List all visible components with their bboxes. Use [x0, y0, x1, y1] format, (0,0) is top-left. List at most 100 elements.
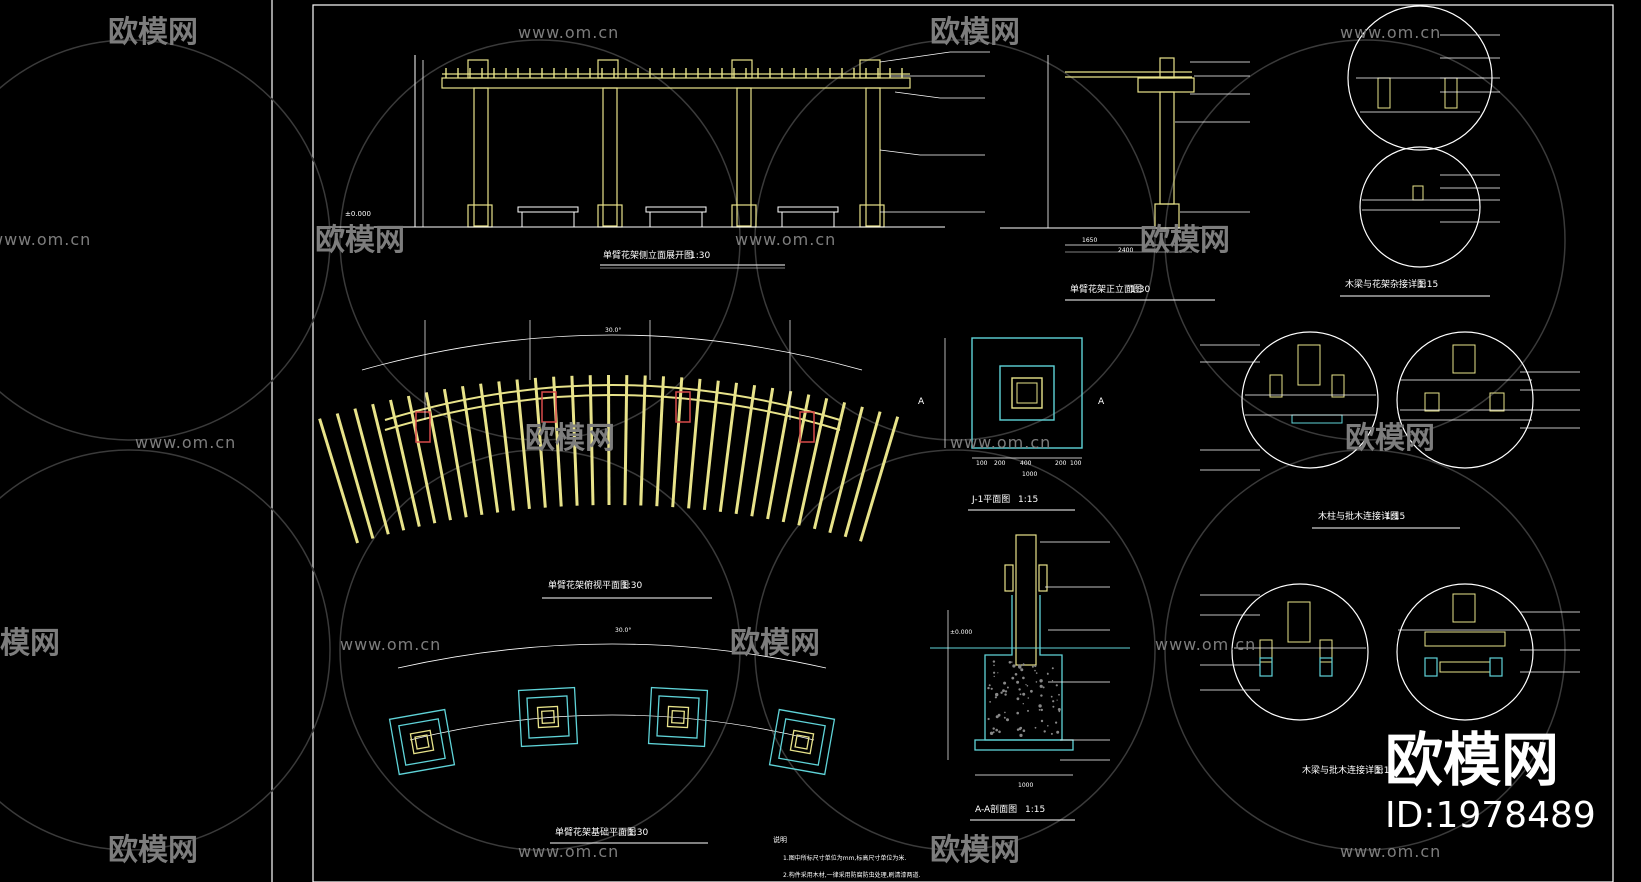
gravel-dot: [1043, 730, 1046, 733]
watermark-brand: 欧模网: [0, 626, 60, 661]
gravel-dot: [1051, 667, 1054, 670]
gravel-dot: [988, 684, 991, 687]
foundation-arc: [397, 643, 827, 669]
rafter: [639, 375, 647, 506]
detail-circle-right: [1396, 331, 1534, 469]
gravel-dot: [1018, 664, 1022, 668]
gravel-dot: [1027, 709, 1029, 712]
gravel-dot: [1016, 697, 1020, 701]
rafter: [655, 376, 665, 507]
watermark-brand: 欧模网: [525, 421, 615, 456]
scale-text: 1:30: [628, 828, 648, 838]
gravel-dot: [1018, 688, 1021, 691]
gravel-dot: [1058, 693, 1060, 696]
gravel-dot: [1034, 664, 1037, 668]
front-elevation-drawing[interactable]: ±0.000 单臂花架侧立面展开图 1:30: [330, 51, 990, 269]
joint-detail-2[interactable]: 木柱与批木连接详图 1:15: [1200, 331, 1580, 529]
gravel-dot: [1016, 728, 1020, 731]
watermark-brand: 欧模网: [730, 626, 820, 661]
gravel-dot: [1022, 703, 1024, 705]
svg-text:100: 100: [976, 460, 988, 467]
rafter: [353, 408, 390, 535]
gravel-dot: [1006, 686, 1009, 689]
gravel-dot: [1004, 693, 1007, 696]
gravel-dot: [998, 730, 1001, 734]
watermark-big-brand: 欧模网: [1385, 726, 1559, 794]
foundation-angle-label: 30.0°: [615, 627, 631, 634]
gravel-dot: [1012, 664, 1016, 668]
rafter: [371, 403, 406, 531]
gravel-dot: [995, 692, 999, 697]
footing-plan-drawing[interactable]: A A 100 200 400 200 100 1000 J-1平面图 1:15: [918, 337, 1105, 511]
footing-mid: [999, 365, 1055, 421]
gravel-dot: [1016, 680, 1020, 684]
section-aa-drawing[interactable]: ±0.000 1000 A-A剖面图 1:15: [930, 534, 1130, 821]
gravel-dot: [1052, 705, 1055, 708]
footing: [647, 686, 709, 748]
gravel-dot: [1008, 661, 1012, 664]
watermark-site: www.om.cn: [340, 635, 441, 654]
section-mark-right: A: [1098, 397, 1105, 407]
gravel-dot: [1011, 676, 1015, 680]
gravel-dot: [1026, 685, 1029, 687]
gravel-dot: [1055, 684, 1058, 687]
drawing-notes: 说明 1.图中所标尺寸单位为mm,标高尺寸单位为米. 2.构件采用木材,一律采用…: [773, 835, 921, 879]
side-elevation-title: 单臂花架正立面图 1:30: [1065, 283, 1215, 301]
gravel-dot: [1040, 708, 1044, 712]
plan-arc-dimension: [361, 334, 863, 371]
rafter: [406, 395, 437, 524]
gravel-dot: [994, 696, 998, 699]
watermark-texts: 欧模网 欧模网 欧模网 欧模网 欧模网 欧模网 欧模网 欧模网 欧模网 欧模网 …: [0, 15, 1440, 868]
curved-beam-inner: [384, 394, 841, 431]
scale-text: 1:30: [1130, 285, 1150, 295]
gravel-dot: [1038, 709, 1041, 711]
svg-text:100: 100: [1070, 460, 1082, 467]
section-aa-title: A-A剖面图 1:15: [970, 803, 1075, 821]
rafter: [718, 382, 738, 512]
watermark-id: ID:1978489: [1385, 795, 1596, 836]
title-text: 木梁与花架杂接详图: [1345, 278, 1426, 290]
gravel-dot: [1011, 661, 1013, 663]
scale-text: 1:15: [1025, 805, 1045, 815]
notes-heading: 说明: [773, 835, 787, 844]
section-width-dim: 1000: [1018, 782, 1033, 789]
footing-outer: [971, 337, 1083, 449]
gravel-dot: [1047, 725, 1049, 727]
gravel-dot: [989, 701, 991, 703]
gravel-dot: [1019, 733, 1023, 738]
scale-text: 1:15: [1418, 280, 1438, 290]
gravel-dot: [993, 671, 996, 674]
watermark-brand: 欧模网: [108, 15, 198, 50]
watermark-site: www.om.cn: [0, 230, 91, 249]
gravel-dot: [1003, 689, 1005, 692]
title-text: 单臂花架侧立面展开图: [603, 249, 693, 261]
scale-text: 1:15: [1375, 766, 1395, 776]
gravel-dot: [1039, 679, 1043, 683]
section-level-label: ±0.000: [950, 629, 972, 636]
top-plan-drawing[interactable]: 30.0° 单臂花架俯视平面图 1:30: [318, 320, 900, 599]
svg-text:200: 200: [994, 460, 1006, 467]
gravel-dot: [1027, 697, 1030, 699]
gravel-dot: [1058, 710, 1061, 713]
side-elevation-drawing[interactable]: 1650 2400 单臂花架正立面图 1:30: [1000, 55, 1250, 301]
scale-text: 1:15: [1385, 512, 1405, 522]
watermark-brand: 欧模网: [315, 223, 405, 258]
dim-1650: 1650: [1082, 237, 1097, 244]
watermark-site: www.om.cn: [1155, 635, 1256, 654]
rafter: [766, 390, 793, 520]
foundation-plan-drawing[interactable]: 30.0° 单臂花架基础平面图 1:30: [388, 627, 836, 844]
gravel-dot: [1034, 726, 1037, 729]
gravel-dot: [1003, 681, 1007, 685]
rafter: [479, 383, 500, 513]
footing-post: [1011, 377, 1043, 409]
joint-detail-1[interactable]: 木梁与花架杂接详图 1:15: [1340, 5, 1500, 297]
detail-circle-left: [1231, 583, 1369, 721]
gravel-dot: [1039, 684, 1043, 688]
title-text: 单臂花架俯视平面图: [548, 579, 629, 591]
front-elevation-title: 单臂花架侧立面展开图 1:30: [600, 249, 785, 269]
gravel-dot: [1057, 708, 1061, 711]
watermark-site: www.om.cn: [950, 433, 1051, 452]
top-plan-title: 单臂花架俯视平面图 1:30: [542, 579, 712, 599]
joint-detail-3[interactable]: 木梁与批木连接详图 1:15: [1200, 583, 1580, 776]
